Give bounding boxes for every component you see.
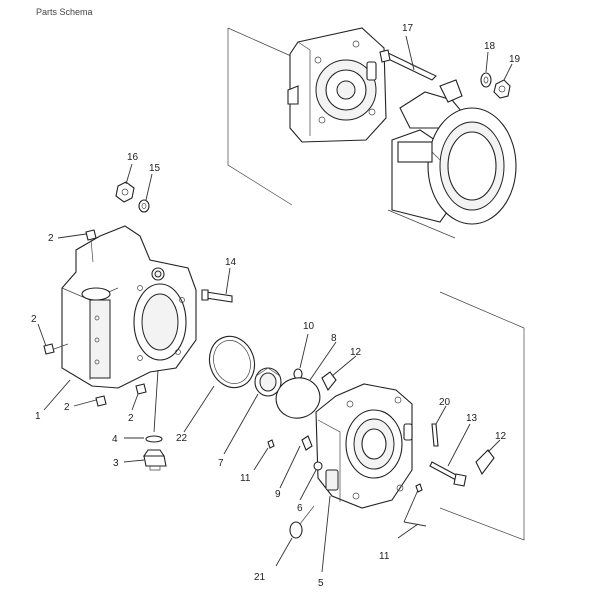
callout-1: 1 bbox=[35, 411, 41, 422]
part-18-washer bbox=[480, 72, 492, 88]
callout-13: 13 bbox=[466, 413, 478, 424]
part-21-eye-bolt bbox=[289, 505, 315, 539]
part-11-pin-left bbox=[267, 439, 275, 449]
callout-2-right: 2 bbox=[128, 413, 134, 424]
part-6-fitting bbox=[313, 461, 323, 471]
callout-2-bottom: 2 bbox=[64, 402, 70, 413]
callout-11-right: 11 bbox=[379, 551, 390, 562]
part-11-pin-right bbox=[415, 483, 423, 493]
callout-7: 7 bbox=[218, 458, 224, 469]
lower-assembly-outline bbox=[439, 291, 525, 541]
top-right-housing bbox=[391, 79, 517, 225]
top-assembly-outline bbox=[227, 27, 456, 239]
part-2-bolt-left bbox=[43, 343, 69, 355]
part-1-main-housing bbox=[61, 225, 197, 389]
part-20-pin bbox=[431, 423, 439, 447]
part-12-gasket-upper bbox=[321, 371, 337, 392]
callout-11-left: 11 bbox=[240, 473, 251, 484]
part-5-lower-housing bbox=[315, 383, 413, 509]
part-22-retaining-ring bbox=[208, 335, 256, 389]
callout-4: 4 bbox=[112, 434, 118, 445]
part-2-bolt-right bbox=[135, 383, 147, 395]
top-cover-plate bbox=[287, 27, 387, 143]
leader-lines bbox=[37, 35, 513, 573]
callout-10: 10 bbox=[303, 321, 315, 332]
part-4-o-ring bbox=[145, 435, 163, 443]
callout-3: 3 bbox=[113, 458, 119, 469]
callout-labels: 17 18 19 16 15 2 14 2 1 2 2 10 8 12 4 22… bbox=[31, 23, 521, 589]
part-8-o-ring bbox=[275, 377, 321, 419]
callout-5: 5 bbox=[318, 578, 324, 589]
callout-16: 16 bbox=[127, 152, 139, 163]
callout-12-upper: 12 bbox=[350, 347, 362, 358]
part-2-bolt-bottom bbox=[95, 395, 107, 407]
part-7-bearing bbox=[254, 367, 282, 397]
part-15-washer bbox=[138, 199, 150, 213]
part-13-bolt bbox=[429, 461, 467, 487]
callout-2-top: 2 bbox=[48, 233, 54, 244]
callout-18: 18 bbox=[484, 41, 496, 52]
part-16-nut bbox=[115, 181, 135, 203]
callout-12-lower: 12 bbox=[495, 431, 507, 442]
part-14-stud bbox=[201, 289, 233, 303]
callout-19: 19 bbox=[509, 54, 521, 65]
callout-8: 8 bbox=[331, 333, 337, 344]
part-17-bolt bbox=[379, 49, 437, 81]
part-12-gasket-lower bbox=[475, 449, 495, 476]
part-9-pin bbox=[301, 435, 313, 451]
part-3-plug bbox=[142, 449, 167, 471]
callout-15: 15 bbox=[149, 163, 161, 174]
callout-14: 14 bbox=[225, 257, 237, 268]
callout-2-left: 2 bbox=[31, 314, 37, 325]
callout-22: 22 bbox=[176, 433, 188, 444]
part-2-bolt-top bbox=[85, 229, 97, 263]
callout-21: 21 bbox=[254, 572, 266, 583]
callout-9: 9 bbox=[275, 489, 281, 500]
diagram-header: Parts Schema bbox=[36, 7, 93, 17]
callout-20: 20 bbox=[439, 397, 451, 408]
callout-17: 17 bbox=[402, 23, 414, 34]
part-19-nut bbox=[493, 79, 511, 99]
callout-6: 6 bbox=[297, 503, 303, 514]
